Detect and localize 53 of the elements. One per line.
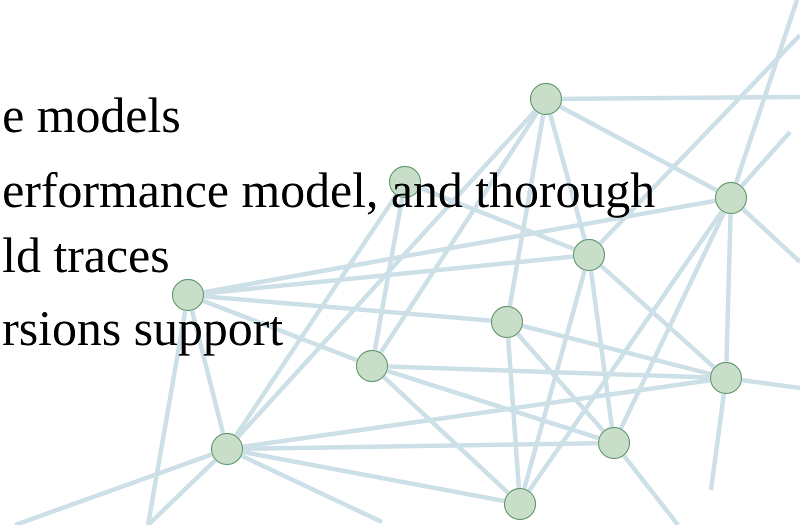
connection-line (618, 212, 726, 430)
connection-line (203, 198, 716, 294)
connection-line (740, 130, 792, 188)
connection-line (386, 368, 600, 440)
connection-line (236, 109, 537, 439)
connection-line (588, 270, 614, 428)
connection-line (372, 197, 404, 351)
connection-line (14, 452, 213, 525)
connection-line (599, 264, 716, 369)
connection-line (240, 454, 383, 524)
connection-line (527, 210, 724, 492)
connection-line (146, 310, 188, 525)
connection-line (388, 364, 710, 380)
network-node (172, 278, 204, 312)
network-node (530, 82, 562, 116)
connection-line (724, 214, 733, 362)
connection-line (508, 114, 546, 307)
slide-text: erformance model, and thorough (4, 172, 654, 218)
connection-line (708, 394, 726, 490)
connection-line (242, 378, 710, 449)
network-node (210, 432, 244, 466)
connection-line (734, 0, 800, 184)
connection-line (741, 207, 800, 264)
connection-line (242, 450, 505, 504)
connection-line (190, 310, 226, 434)
network-node (714, 182, 748, 214)
network-node (490, 306, 524, 338)
slide-text: e models (4, 97, 179, 132)
connection-line (202, 298, 358, 362)
network-node (504, 488, 536, 520)
connection-line (516, 332, 606, 432)
connection-line (559, 104, 718, 192)
connection-line (548, 114, 587, 240)
connection-line (378, 111, 540, 354)
connection-line (243, 441, 598, 451)
connection-line (506, 338, 522, 488)
slide-text: ld traces (3, 237, 168, 272)
connection-line (562, 94, 800, 102)
network-node (572, 238, 606, 272)
connection-line (419, 186, 575, 252)
connection-line (622, 454, 680, 525)
network-node (598, 426, 630, 460)
slide-text: rsions support (3, 312, 283, 356)
connection-line (522, 270, 587, 490)
connection-line (204, 254, 574, 296)
connection-line (522, 324, 711, 376)
network-node (356, 350, 388, 382)
connection-line (204, 294, 492, 323)
connection-line (598, 33, 800, 245)
connection-line (742, 378, 800, 390)
network-node (710, 362, 742, 394)
connection-line (234, 194, 398, 437)
connection-line (382, 375, 510, 495)
